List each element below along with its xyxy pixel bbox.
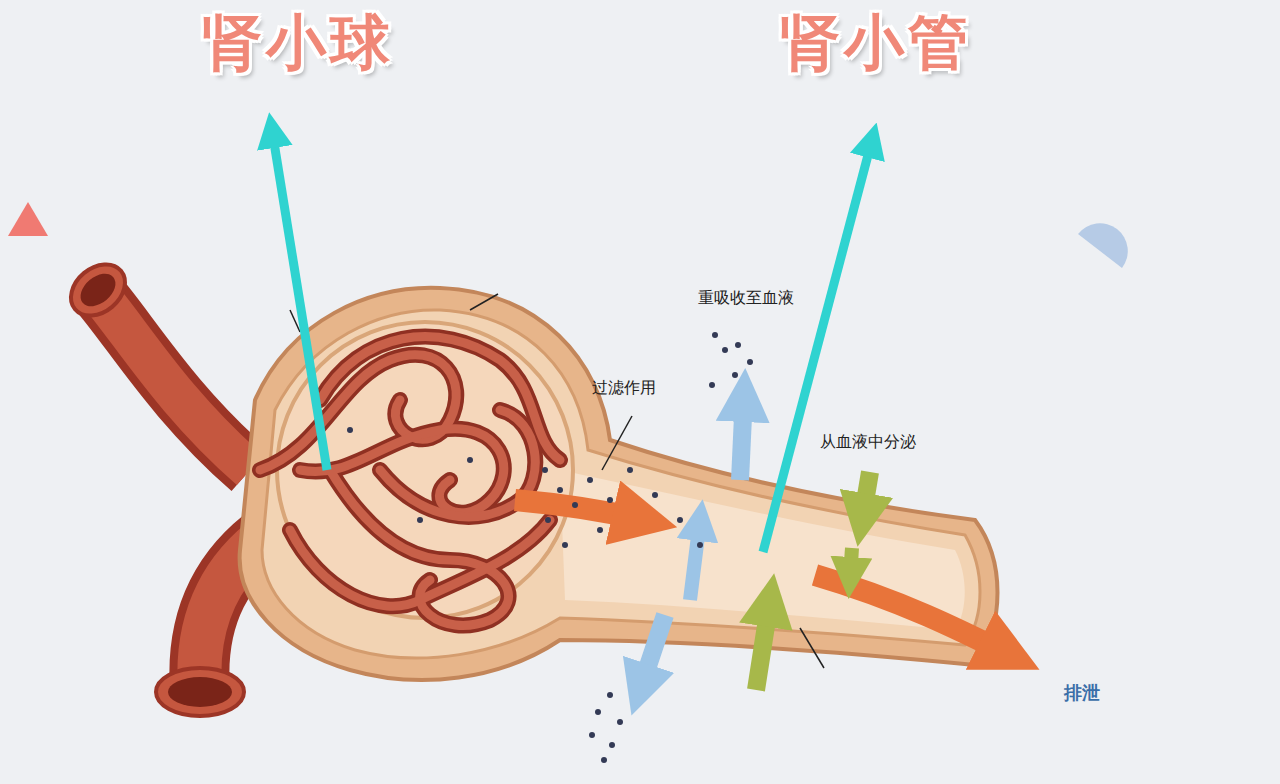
output-label: 排泄 <box>1064 682 1100 704</box>
halfcircle-deco <box>1078 223 1128 268</box>
process-label: 过滤作用 <box>592 378 656 397</box>
triangle-deco <box>8 202 48 236</box>
process-label: 重吸收至血液 <box>698 288 794 307</box>
part-title: 肾小管 <box>780 6 972 78</box>
particles <box>347 332 753 763</box>
glomerulus-capillaries <box>260 337 560 626</box>
part-title: 肾小球 <box>202 6 394 78</box>
process-label: 从血液中分泌 <box>820 432 916 451</box>
leader-lines <box>290 294 824 668</box>
bowman-capsule-and-tubule <box>240 288 998 680</box>
pointer-arrows <box>272 130 872 552</box>
